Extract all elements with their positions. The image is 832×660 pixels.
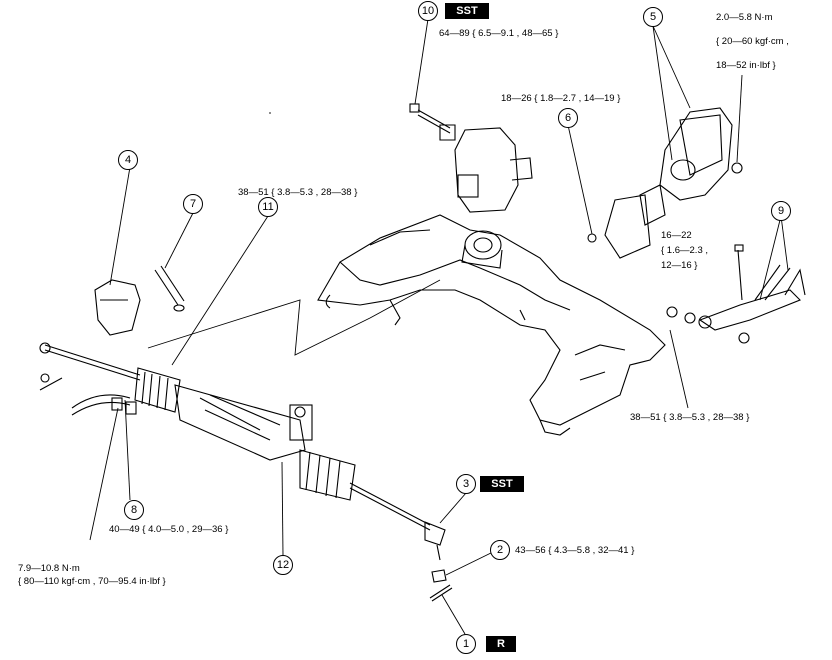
callout-10: 10: [418, 1, 438, 21]
torque-label-7-line2: { 80—110 kgf·cm , 70—95.4 in·lbf }: [18, 576, 166, 587]
torque-label-16-line1: 16—22: [661, 230, 692, 241]
torque-label-16-line2: { 1.6—2.3 ,: [661, 245, 709, 256]
mount-bolt: [409, 103, 451, 134]
callout-7: 7: [183, 194, 203, 214]
callout-2: 2: [490, 540, 510, 560]
mount-bushing: [461, 230, 503, 269]
callout-12: 12: [273, 555, 293, 575]
leader-lines: [89, 18, 789, 635]
callout-9: 9: [771, 201, 791, 221]
guide-lines: [147, 112, 441, 356]
callout-3: 3: [456, 474, 476, 494]
insulator: [94, 279, 141, 336]
callout-11: 11: [258, 197, 278, 217]
return-hose: [39, 373, 137, 416]
torque-label-18: 18—26 { 1.8—2.7 , 14—19 }: [501, 93, 621, 104]
torque-label-16-line3: 12—16 }: [661, 260, 698, 271]
support-bracket: [604, 107, 743, 259]
callout-6: 6: [558, 108, 578, 128]
torque-label-10: 64—89 { 6.5—9.1 , 48—65 }: [439, 28, 559, 39]
torque-label-11: 38—51 { 3.8—5.3 , 28—38 }: [238, 187, 358, 198]
sst-badge-mid: SST: [480, 476, 524, 492]
torque-label-5-line1: 2.0—5.8 N·m: [716, 12, 773, 23]
steering-rack: [39, 342, 446, 561]
mount-bracket: [439, 124, 533, 213]
hose: [154, 265, 185, 312]
torque-label-9: 38—51 { 3.8—5.3 , 28—38 }: [630, 412, 750, 423]
callout-4: 4: [118, 150, 138, 170]
torque-label-8: 40—49 { 4.0—5.0 , 29—36 }: [109, 524, 229, 535]
torque-label-2: 43—56 { 4.3—5.8 , 32—41 }: [515, 545, 635, 556]
torque-label-5-line2: { 20—60 kgf·cm ,: [716, 36, 789, 47]
small-bolt: [587, 233, 597, 243]
callout-8: 8: [124, 500, 144, 520]
callout-1: 1: [456, 634, 476, 654]
r-badge: R: [486, 636, 516, 652]
torque-label-7-line1: 7.9—10.8 N·m: [18, 563, 80, 574]
crossmember: [317, 214, 666, 436]
nut-and-cotter-pin: [429, 569, 453, 602]
torque-label-5-line3: 18—52 in·lbf }: [716, 60, 776, 71]
lower-arm-bushings: [666, 244, 806, 344]
sst-badge-top: SST: [445, 3, 489, 19]
callout-5: 5: [643, 7, 663, 27]
